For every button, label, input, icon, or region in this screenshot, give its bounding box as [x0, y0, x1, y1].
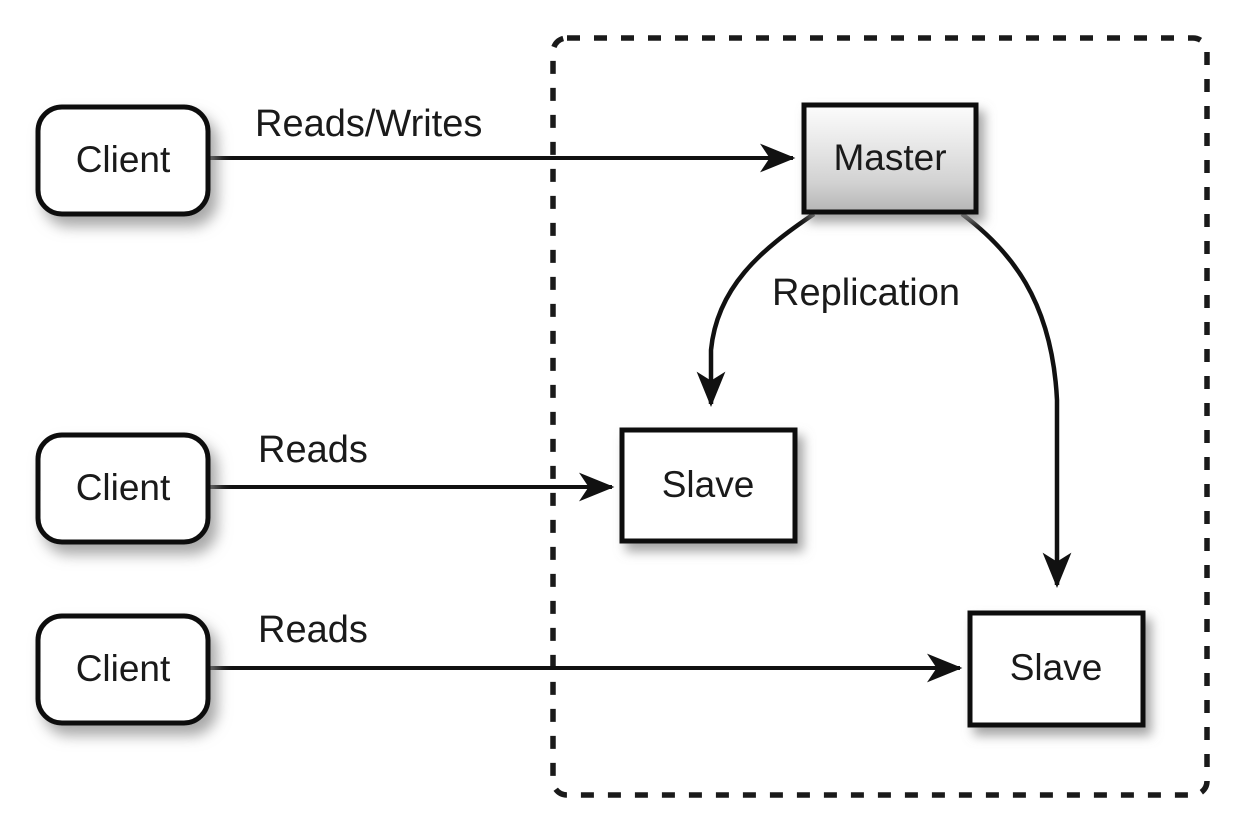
client-1-shape [35, 104, 211, 217]
client-2-shape [35, 432, 211, 545]
slave-2-label: Slave [1010, 647, 1103, 688]
client-1-label: Client [76, 139, 171, 180]
edge-master-to-slave1-curve [696, 212, 816, 407]
edge-master-to-slave2-curve [960, 212, 1072, 588]
slave-2-shape [967, 610, 1146, 728]
node-client-3[interactable]: Client [35, 613, 211, 726]
client-3-label: Client [76, 648, 171, 689]
node-master[interactable]: Master [801, 102, 979, 215]
node-client-2[interactable]: Client [35, 432, 211, 545]
slave-1-shape [619, 427, 798, 544]
edge-label-replication: Replication [772, 272, 960, 314]
master-shape [801, 102, 979, 215]
database-cluster-boundary [550, 35, 1210, 798]
edge-label-reads-writes: Reads/Writes [255, 103, 482, 145]
node-slave-2[interactable]: Slave [967, 610, 1146, 728]
master-label: Master [833, 137, 946, 178]
slave-1-label: Slave [662, 464, 755, 505]
client-2-label: Client [76, 467, 171, 508]
node-slave-1[interactable]: Slave [619, 427, 798, 544]
edge-label-reads-slave2: Reads [258, 609, 368, 651]
edge-label-reads-slave1: Reads [258, 429, 368, 471]
node-client-1[interactable]: Client [35, 104, 211, 217]
client-3-shape [35, 613, 211, 726]
